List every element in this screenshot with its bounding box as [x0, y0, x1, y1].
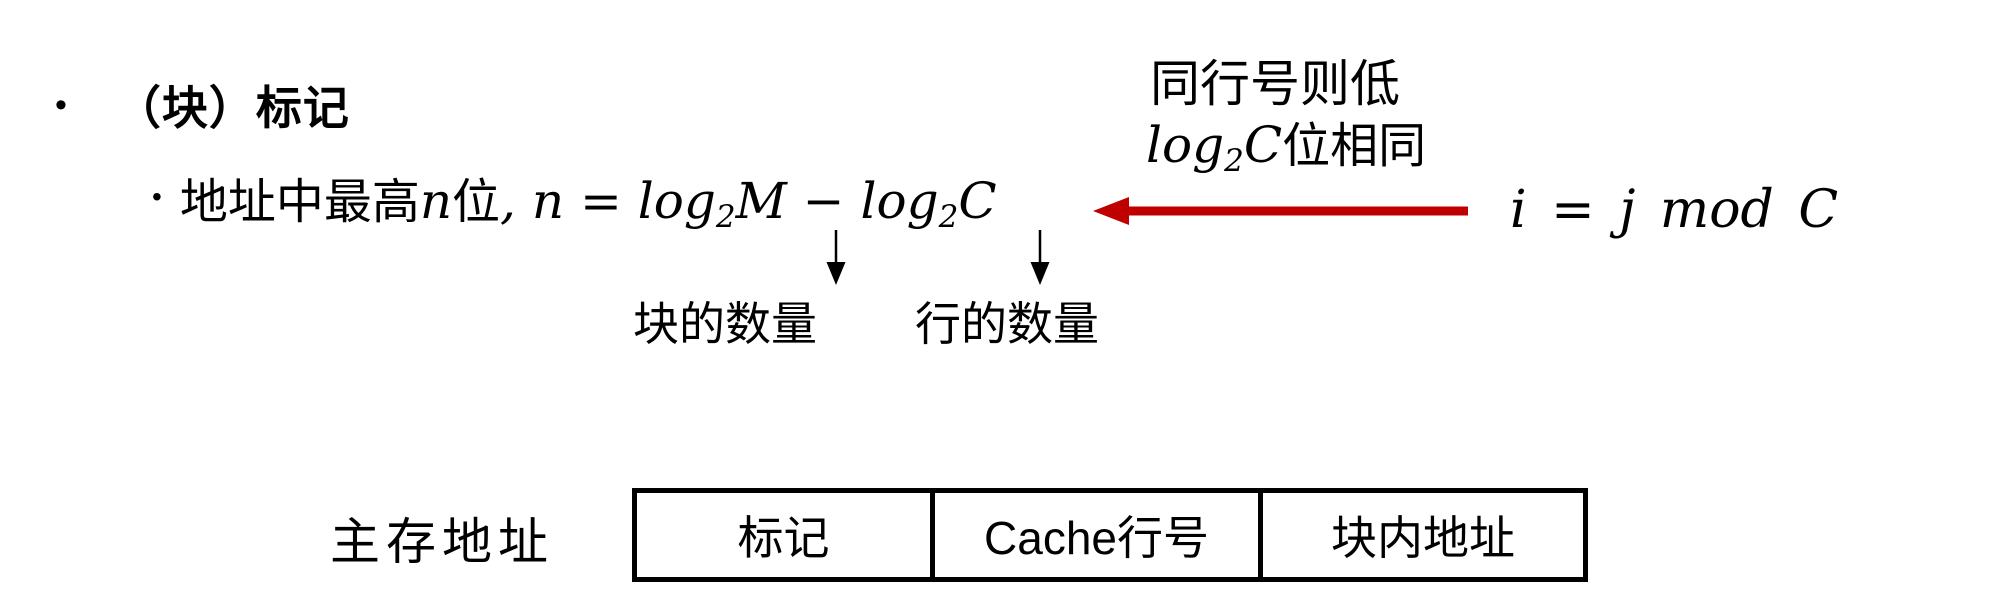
block-offset-field-cell: 块内地址 — [1258, 493, 1583, 577]
m-var: M — [735, 172, 787, 230]
main-memory-address-label: 主存地址 — [330, 514, 554, 570]
bullet-icon: • — [55, 86, 67, 124]
cache-line-field-cell: Cache行号 — [930, 493, 1258, 577]
note-log-sub: 2 — [1224, 142, 1244, 179]
note-c-var: C — [1243, 116, 1283, 174]
mod-formula: i = j mod C — [1510, 180, 1839, 240]
log1: log — [637, 172, 716, 230]
minus-sign: − — [786, 172, 861, 230]
down-arrow-icon — [1030, 230, 1050, 285]
log2-sub: 2 — [938, 198, 959, 235]
note-log-term: log2C — [1146, 116, 1283, 179]
lines-count-label: 行的数量 — [915, 298, 1099, 350]
sub-bullet-icon: • — [152, 181, 162, 212]
tag-field-cell: 标记 — [737, 512, 830, 564]
formula-comma: , — [500, 172, 532, 230]
title-line: • （块）标记 — [55, 72, 350, 138]
c-var: C — [958, 172, 997, 230]
eq-sign: = — [564, 172, 638, 230]
red-left-arrow-icon — [1093, 197, 1468, 225]
note-suffix: 位相同 — [1282, 120, 1427, 173]
page-title: （块）标记 — [114, 82, 350, 134]
note-line1: 同行号则低 — [1150, 56, 1400, 112]
formula-prefix: 地址中最高 — [179, 176, 420, 229]
note-line2: log2C 位相同 — [1146, 106, 1427, 179]
note-log: log — [1146, 116, 1225, 174]
log2: log — [860, 172, 939, 230]
formula-equation: n = log2M − log2C — [531, 172, 997, 235]
down-arrow-icon — [826, 230, 846, 285]
formula-n-inline: n — [419, 172, 453, 230]
log1-sub: 2 — [715, 198, 736, 235]
address-structure-table: 标记 Cache行号 块内地址 — [632, 488, 1588, 582]
formula-wei: 位 — [452, 176, 501, 229]
blocks-count-label: 块的数量 — [633, 298, 817, 350]
eq-lhs: n — [531, 172, 565, 230]
formula-line: • 地址中最高 n 位 , n = log2M − log2C — [152, 162, 997, 235]
